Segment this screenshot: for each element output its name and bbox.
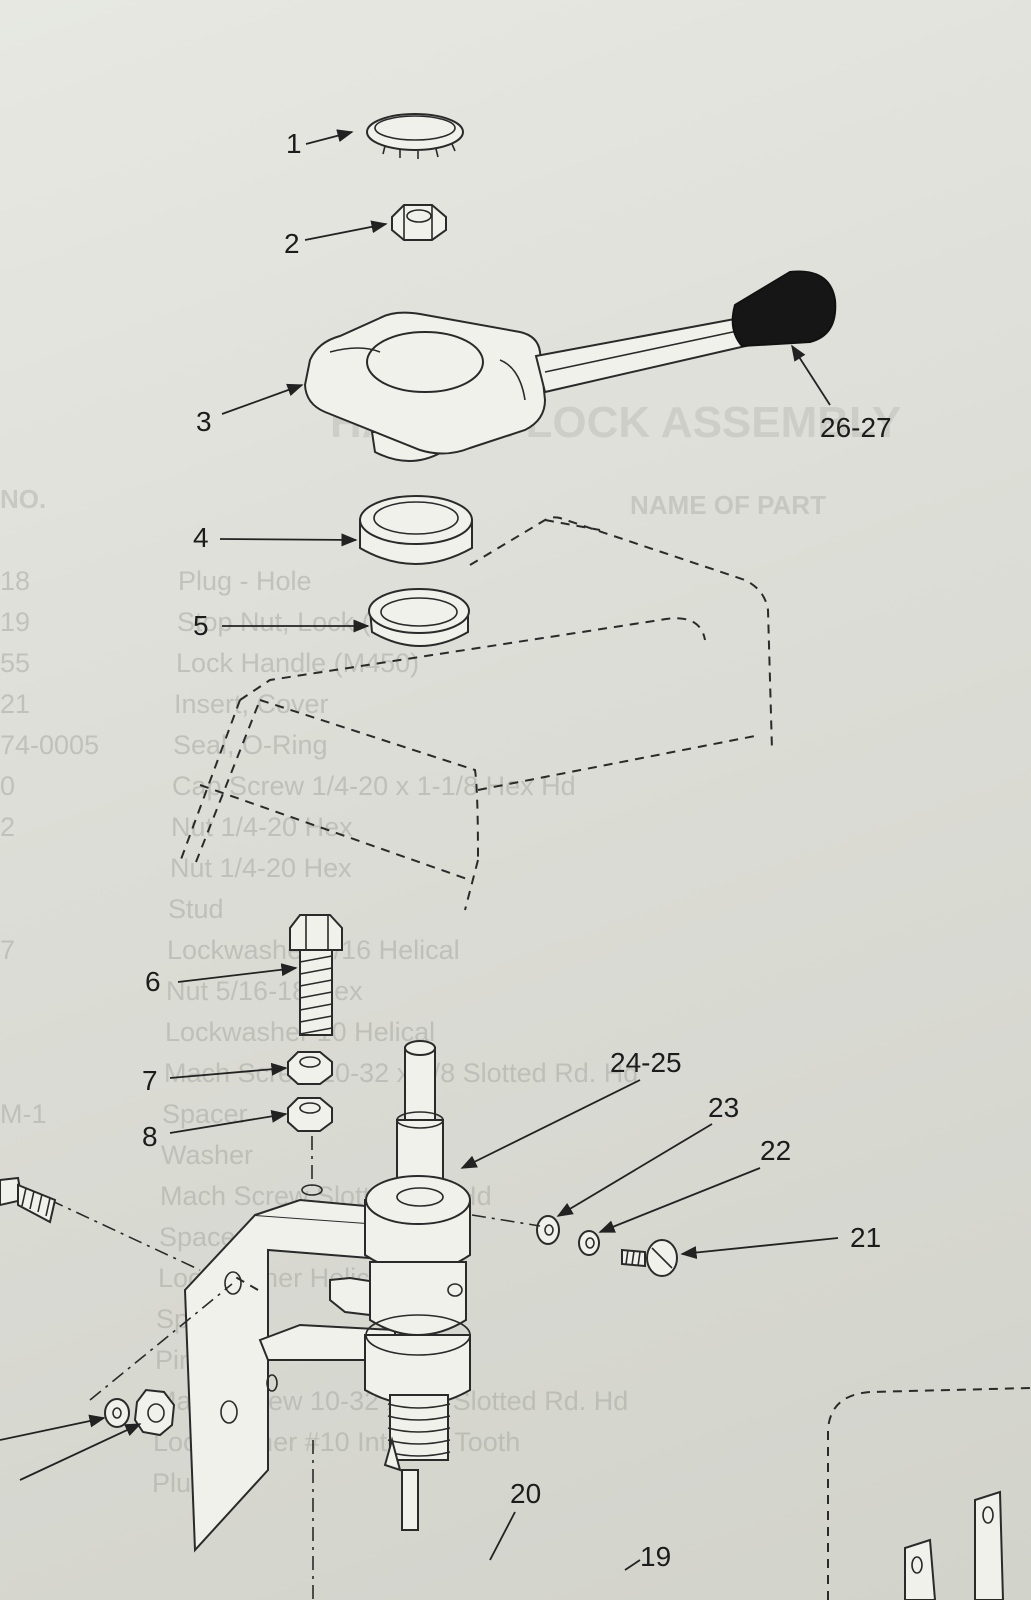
ghost-row-no: 2 [0, 812, 15, 842]
ghost-row-no: M-1 [0, 1099, 47, 1129]
ghost-row-name: Washer [161, 1140, 253, 1170]
ghost-column-no: NO. [0, 484, 46, 514]
part-3-lock-handle [303, 270, 837, 462]
callout-20: 20 [510, 1478, 541, 1509]
part-2-hex-nut [391, 204, 447, 241]
callout-23: 23 [708, 1092, 739, 1123]
ghost-column-name: NAME OF PART [630, 490, 826, 520]
ghost-row-name: Nut 1/4-20 Hex [171, 812, 353, 842]
ghost-row-name: Stud [168, 894, 224, 924]
ghost-row-no: 0 [0, 771, 15, 801]
ghost-row-name: Nut 1/4-20 Hex [170, 853, 352, 883]
housing-outline-dashed [179, 516, 773, 911]
bottom-left-washer [104, 1398, 130, 1428]
part-1-plug [366, 113, 464, 159]
callout-26-27: 26-27 [820, 412, 892, 443]
callout-8: 8 [142, 1121, 158, 1152]
part-8-hex-nut [287, 1097, 333, 1132]
callout-19: 19 [640, 1541, 671, 1572]
callout-21: 21 [850, 1222, 881, 1253]
centerline-side-screw [471, 1214, 541, 1227]
ghost-row-name: Cap Screw 1/4-20 x 1-1/8 Hex Hd [172, 771, 576, 801]
left-bolt [0, 1176, 57, 1224]
ghost-parts-table: HANDLE LOCK ASSEMBLY NO. NAME OF PART 18… [0, 398, 901, 1498]
part-21-screw [621, 1239, 678, 1277]
part-7-hex-nut [287, 1051, 333, 1085]
callout-2: 2 [284, 228, 300, 259]
plunger-assembly [364, 1040, 471, 1531]
bottom-left-nut [133, 1388, 176, 1437]
ghost-row-name: Insert, Cover [174, 689, 329, 719]
part-4-insert-ring [359, 495, 473, 565]
callout-3: 3 [196, 406, 212, 437]
ghost-row-no: 55 [0, 648, 30, 678]
part-23-washer [536, 1215, 560, 1245]
ghost-row-no: 74-0005 [0, 730, 99, 760]
ghost-row-name: Spacer [162, 1099, 248, 1129]
ghost-row-name: Seal, O-Ring [173, 730, 328, 760]
ghost-row-name: Plug - Hole [178, 566, 312, 596]
callout-1: 1 [286, 128, 302, 159]
part-5-o-ring [368, 588, 470, 647]
callout-4: 4 [193, 522, 209, 553]
ghost-row-no: 7 [0, 935, 15, 965]
callout-24-25: 24-25 [610, 1047, 682, 1078]
knob-26-27 [731, 270, 837, 348]
ghost-row-no: 18 [0, 566, 30, 596]
part-22-lockwasher [578, 1230, 600, 1256]
callout-7: 7 [142, 1065, 158, 1096]
ghost-row-no: 19 [0, 607, 30, 637]
leader-lines [0, 129, 839, 1571]
callout-6: 6 [145, 966, 161, 997]
terminal-outline-dashed [827, 1387, 1031, 1600]
ghost-row-no: 21 [0, 689, 30, 719]
callout-22: 22 [760, 1135, 791, 1166]
ghost-row-name: Mach Screw 10-32 x 3/8 Slotted Rd. Hd [164, 1058, 638, 1088]
callout-numbers: 1 2 3 26-27 4 5 6 7 8 24-25 23 22 21 20 … [142, 128, 892, 1572]
part-6-cap-screw [289, 914, 343, 1036]
callout-5: 5 [193, 610, 209, 641]
